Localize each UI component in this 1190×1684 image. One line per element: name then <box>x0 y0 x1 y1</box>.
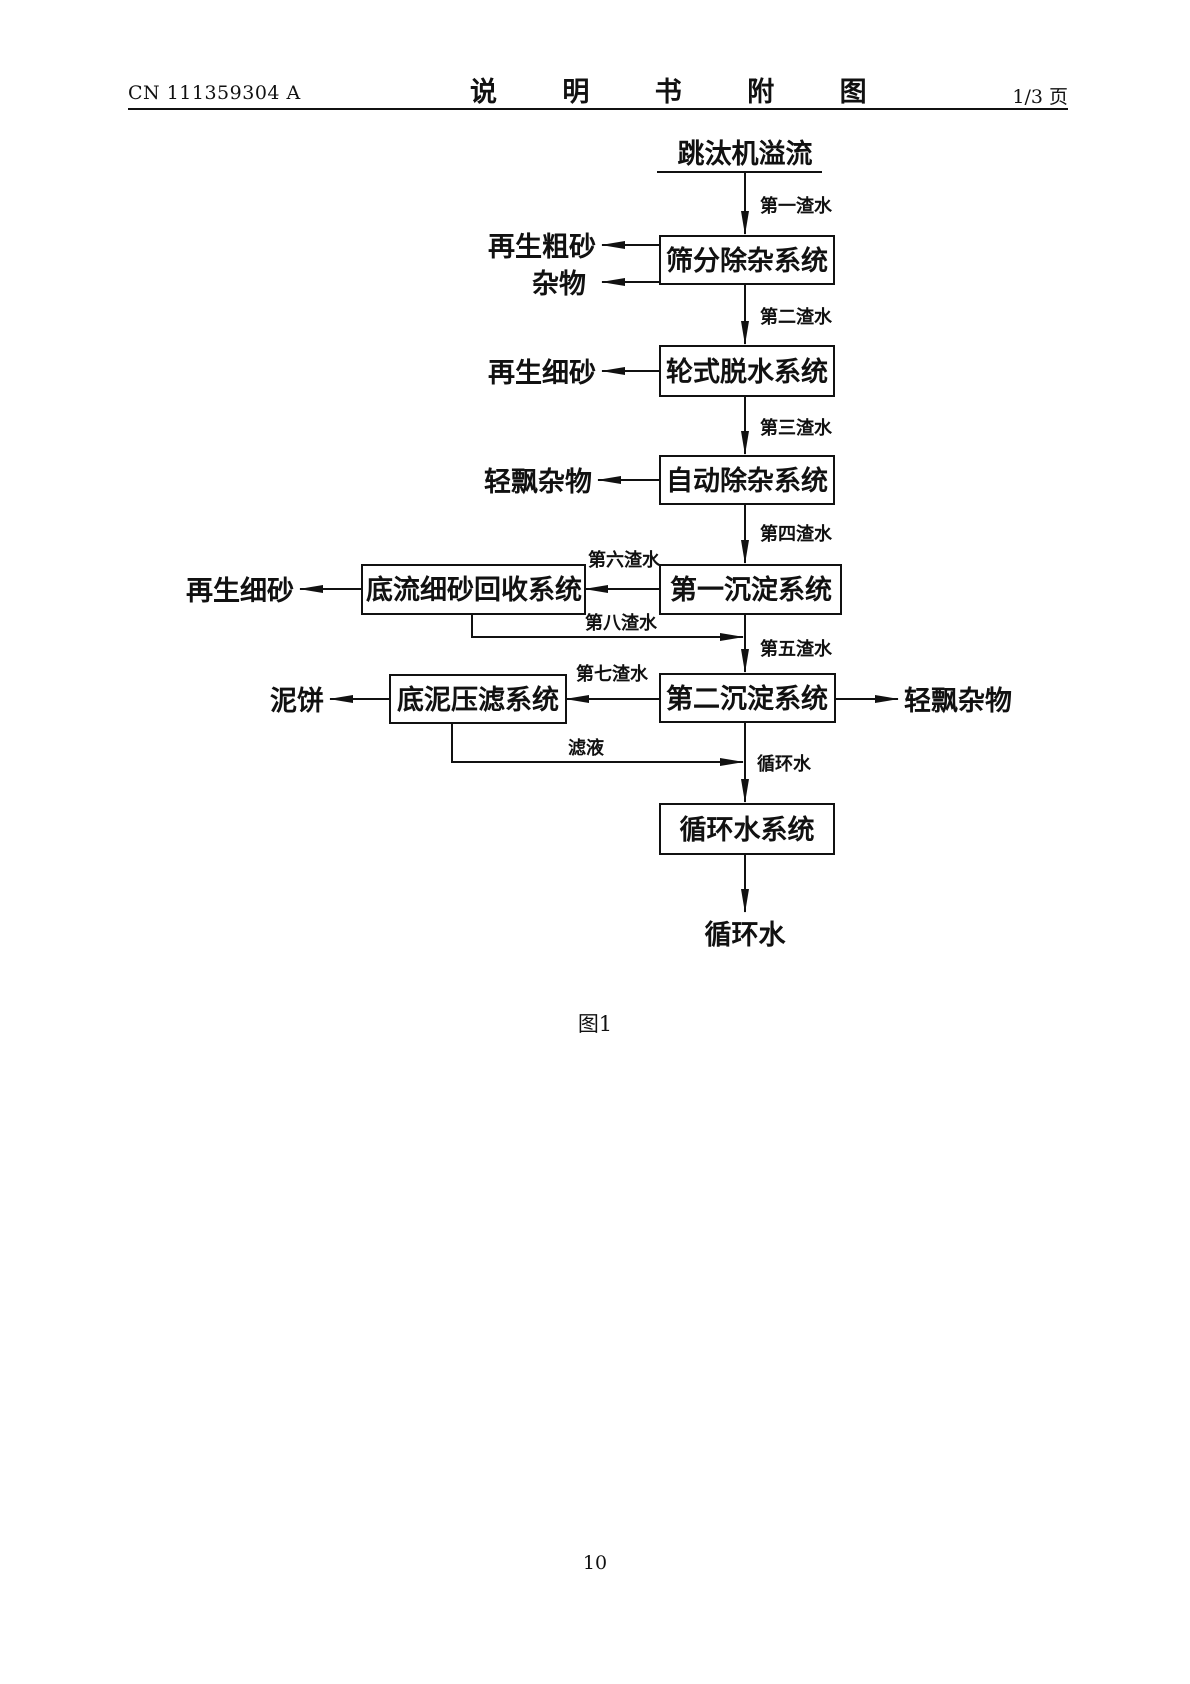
edge-label-filtrate: 滤液 <box>568 737 605 759</box>
node-underflow-recovery: 底流细砂回收系统 <box>366 574 582 606</box>
edge-w8 <box>471 614 744 641</box>
output-fine-sand-1: 再生细砂 <box>488 357 596 389</box>
node-settle1-box <box>659 564 842 615</box>
node-sludge-filter: 底泥压滤系统 <box>397 684 559 716</box>
edge-label-w8: 第八渣水 <box>585 612 658 634</box>
edge-label-w5: 第五渣水 <box>760 638 833 660</box>
edge-label-w7: 第七渣水 <box>576 663 649 685</box>
node-wheel-dewater: 轮式脱水系统 <box>666 356 828 388</box>
output-float-1: 轻飘杂物 <box>484 467 592 498</box>
node-sludge-filter-box <box>389 674 567 724</box>
output-fine-sand-2: 再生细砂 <box>186 575 294 607</box>
output-impurities: 杂物 <box>532 269 586 300</box>
node-screening-box <box>659 235 835 285</box>
node-settle1: 第一沉淀系统 <box>670 574 832 606</box>
edge-label-w6: 第六渣水 <box>588 549 661 571</box>
page-title: 说 明 书 附 图 <box>470 77 895 108</box>
output-circ-water: 循环水 <box>705 920 787 951</box>
node-auto-remove: 自动除杂系统 <box>666 465 828 497</box>
page-indicator: 1/3 页 <box>1012 86 1068 108</box>
node-circulation: 循环水系统 <box>680 814 815 846</box>
node-circulation-box <box>659 803 835 855</box>
node-auto-remove-box <box>659 455 835 505</box>
figure-caption: 图1 <box>577 1012 613 1036</box>
node-screening: 筛分除杂系统 <box>666 245 828 277</box>
output-coarse-sand: 再生粗砂 <box>488 232 596 263</box>
doc-number: CN 111359304 A <box>128 82 301 104</box>
edge-label-w1: 第一渣水 <box>760 195 833 217</box>
edge-label-circ-water: 循环水 <box>757 753 812 775</box>
edge-label-w4: 第四渣水 <box>760 523 833 545</box>
node-settle2: 第二沉淀系统 <box>666 683 828 715</box>
node-wheel-dewater-box <box>659 345 835 397</box>
output-mud-cake: 泥饼 <box>270 686 324 717</box>
output-float-2: 轻飘杂物 <box>904 686 1012 717</box>
node-underflow-recovery-box <box>361 564 586 615</box>
header-rule <box>128 108 1068 110</box>
edge-label-w2: 第二渣水 <box>760 306 833 328</box>
node-settle2-box <box>659 673 836 723</box>
edge-label-w3: 第三渣水 <box>760 417 833 439</box>
process-flowchart: 跳汰机溢流 筛分除杂系统 轮式脱水系统 自动除杂系统 第一沉淀系统 底流细砂回收… <box>186 139 1012 951</box>
source-label: 跳汰机溢流 <box>678 139 813 170</box>
edge-filtrate <box>451 723 744 766</box>
page-number: 10 <box>582 1552 608 1574</box>
